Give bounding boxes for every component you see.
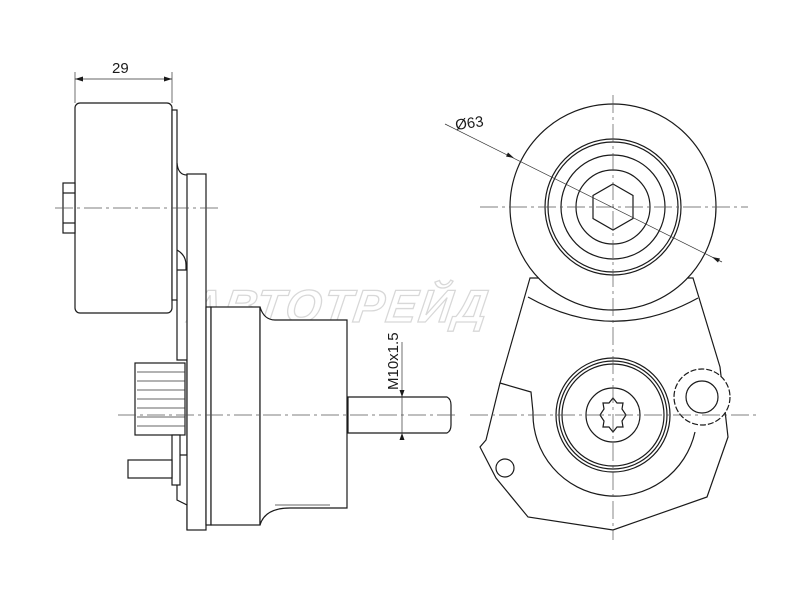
housing-body — [259, 306, 348, 526]
thread-dimension: M10x1.5 — [385, 332, 405, 440]
diameter-dimension-label: Ø63 — [454, 113, 484, 134]
hub — [176, 162, 188, 271]
tensioner-arm — [479, 277, 729, 531]
pulley-flange — [171, 109, 178, 301]
housing — [210, 306, 261, 526]
hex-bolt — [592, 183, 634, 231]
front-view: Ø63 — [444, 95, 758, 540]
thread-dimension-label: M10x1.5 — [385, 332, 402, 390]
diameter-dimension: Ø63 — [444, 113, 723, 263]
housing-flange — [205, 306, 212, 526]
pin-hole — [495, 458, 515, 478]
stop-tab — [127, 459, 173, 479]
adjuster-gear-front — [673, 368, 731, 426]
width-dimension-label: 29 — [112, 60, 129, 77]
width-dimension: 29 — [74, 60, 173, 103]
side-view: 29 M10x1.5 — [55, 60, 455, 531]
arm-plate — [186, 173, 207, 531]
threaded-shaft — [347, 396, 452, 434]
